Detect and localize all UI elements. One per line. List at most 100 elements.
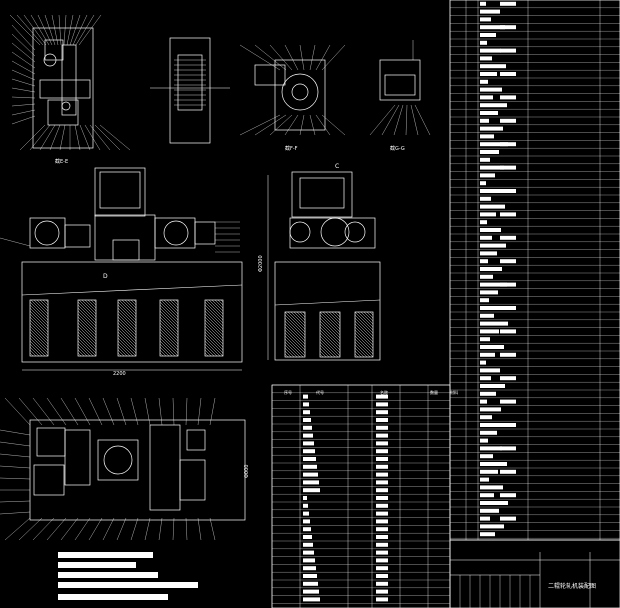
hatch-line bbox=[77, 316, 97, 336]
table-cell-fill bbox=[376, 394, 388, 399]
side-pillar-2 bbox=[319, 311, 341, 358]
hatch-line bbox=[159, 337, 179, 357]
leader-line bbox=[315, 44, 331, 71]
hatch-line bbox=[77, 349, 85, 357]
leader-line bbox=[393, 104, 404, 136]
table-cell-fill bbox=[500, 306, 516, 310]
table-cell-fill bbox=[480, 438, 488, 443]
table-cell-fill bbox=[500, 212, 516, 217]
table-cell-fill bbox=[376, 488, 388, 493]
hatch-line bbox=[130, 299, 137, 306]
hatch-line bbox=[204, 328, 224, 348]
leader-line bbox=[74, 397, 91, 426]
table-cell-fill bbox=[480, 118, 489, 123]
hatch-line bbox=[354, 335, 374, 355]
leader-line bbox=[75, 14, 95, 46]
hatch-line bbox=[121, 299, 137, 315]
leader-line bbox=[4, 397, 31, 426]
table-cell-fill bbox=[480, 462, 507, 466]
hatch-line bbox=[118, 299, 137, 318]
hatch-line bbox=[217, 299, 224, 306]
hatch-line bbox=[159, 304, 179, 324]
table-cell-fill bbox=[480, 298, 489, 303]
hatch-line bbox=[354, 314, 374, 334]
hatch-line bbox=[328, 311, 341, 324]
table-cell-fill bbox=[303, 597, 320, 602]
leader-line bbox=[269, 114, 293, 136]
leader-line bbox=[410, 104, 419, 136]
leader-line bbox=[185, 397, 188, 426]
table-cell-fill bbox=[500, 118, 516, 123]
hatch-line bbox=[29, 349, 37, 357]
hatch-line bbox=[90, 299, 97, 306]
leader-line bbox=[29, 124, 51, 151]
side-pillar-3 bbox=[354, 311, 374, 358]
hatch-line bbox=[354, 344, 368, 358]
leader-line bbox=[37, 14, 53, 46]
hatch-line bbox=[284, 317, 306, 339]
hatch-line bbox=[363, 311, 374, 322]
table-cell-fill bbox=[480, 282, 507, 287]
hatch-line bbox=[77, 340, 94, 357]
hatch-line bbox=[29, 331, 49, 351]
leader-line bbox=[46, 397, 67, 426]
hatch-line bbox=[360, 311, 374, 325]
table-cell-fill bbox=[376, 464, 388, 469]
side-break-line bbox=[274, 299, 381, 306]
table-cell-fill bbox=[376, 402, 388, 407]
hatch-line bbox=[204, 307, 224, 327]
leader-line bbox=[9, 14, 41, 46]
hatch-line bbox=[42, 299, 49, 306]
hatch-line bbox=[77, 319, 97, 339]
legend-bar bbox=[58, 594, 168, 600]
hatch-line bbox=[334, 311, 341, 318]
leader-line bbox=[11, 24, 36, 51]
table-cell-fill bbox=[303, 464, 317, 469]
hatch-line bbox=[159, 352, 164, 357]
table-cell-fill bbox=[480, 368, 500, 373]
hatch-line bbox=[77, 313, 97, 333]
leader-line bbox=[116, 517, 127, 541]
side-roll-2 bbox=[320, 217, 350, 247]
table-cell-fill bbox=[480, 493, 494, 498]
leader-line bbox=[254, 44, 287, 71]
title-block bbox=[449, 539, 620, 608]
table-cell-fill bbox=[480, 157, 490, 162]
hatch-line bbox=[77, 328, 97, 348]
leader-line bbox=[0, 453, 31, 458]
table-cell-fill bbox=[480, 446, 502, 451]
table-cell-fill bbox=[500, 282, 516, 287]
section-e-part bbox=[44, 39, 64, 61]
hatch-line bbox=[159, 310, 179, 330]
top-view-frame bbox=[169, 37, 211, 144]
hatch-line bbox=[33, 299, 49, 315]
hatch-line bbox=[29, 316, 49, 336]
leader-line bbox=[197, 517, 202, 541]
hatch-line bbox=[204, 325, 224, 345]
leader-line bbox=[0, 429, 31, 436]
table-cell-fill bbox=[303, 418, 311, 422]
plan-roll bbox=[103, 445, 133, 475]
leader-line bbox=[60, 397, 79, 426]
table-cell-fill bbox=[480, 454, 493, 459]
hatch-line bbox=[204, 313, 224, 333]
hatch-line bbox=[29, 319, 49, 339]
leader-line bbox=[11, 78, 36, 87]
table-cell-fill bbox=[500, 1, 516, 6]
table-cell-fill bbox=[376, 472, 388, 477]
table-cell-fill bbox=[480, 173, 495, 178]
leader-line bbox=[69, 14, 81, 46]
hatch-line bbox=[81, 299, 97, 315]
table-cell-fill bbox=[480, 103, 507, 108]
gearbox-upper-inner bbox=[99, 171, 141, 209]
hatch-line bbox=[117, 334, 137, 354]
leader-line bbox=[172, 517, 175, 541]
hatch-line bbox=[77, 322, 97, 342]
table-cell-fill bbox=[480, 516, 490, 521]
hatch-line bbox=[117, 343, 131, 357]
table-cell-fill bbox=[376, 449, 388, 454]
table-cell-fill bbox=[376, 535, 388, 539]
table-cell-fill bbox=[480, 430, 497, 435]
leader-line bbox=[23, 14, 47, 46]
